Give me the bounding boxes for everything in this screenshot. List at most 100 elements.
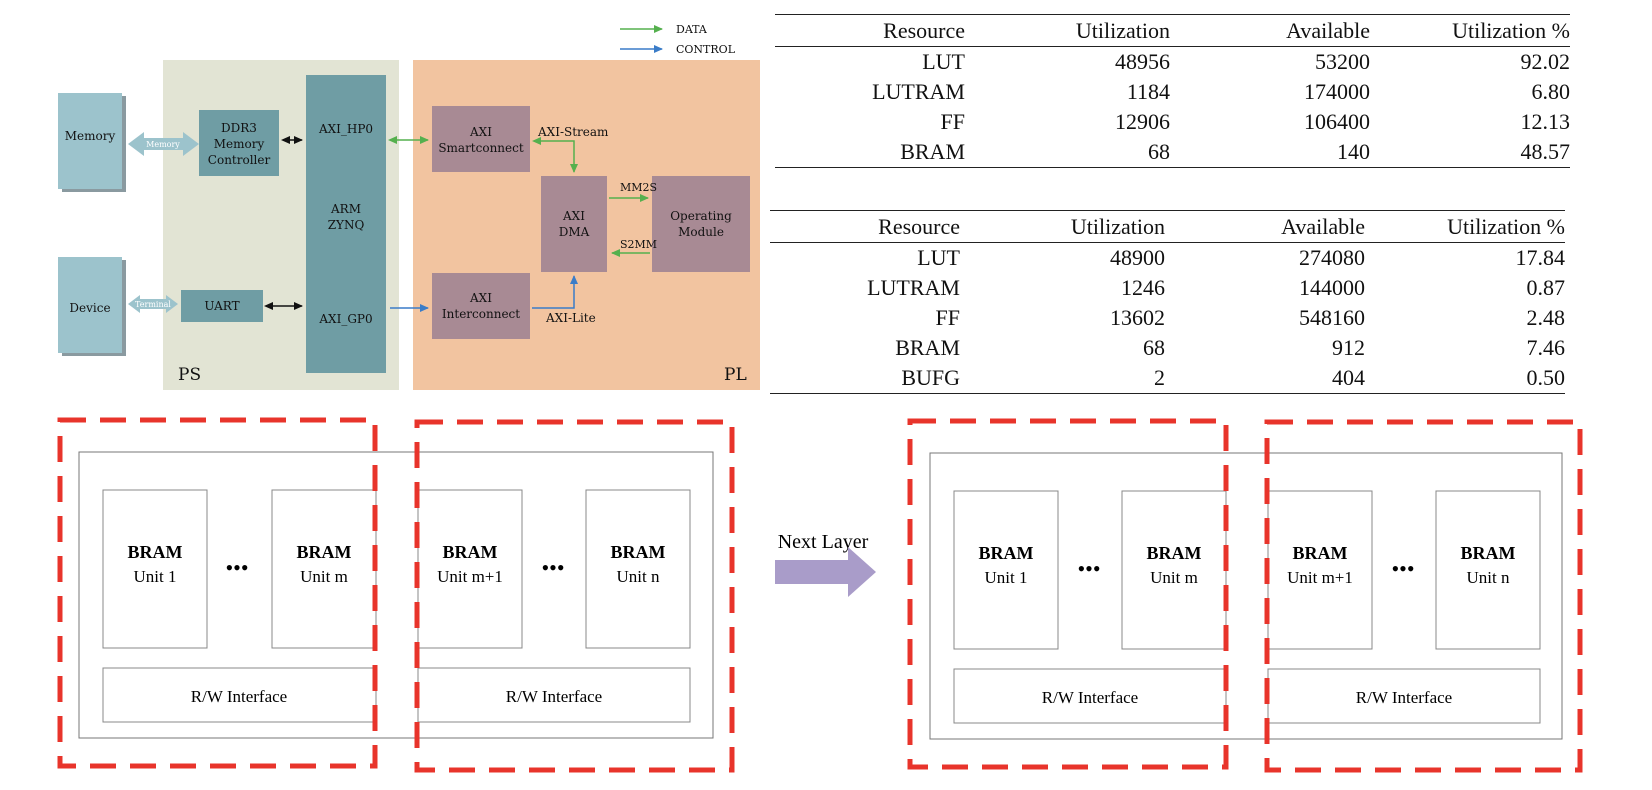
cell: 140 bbox=[1337, 139, 1370, 164]
device-block bbox=[58, 257, 122, 353]
bram-title: BRAM bbox=[297, 542, 352, 562]
cell: LUTRAM bbox=[867, 275, 960, 300]
bram-title: BRAM bbox=[128, 542, 183, 562]
outer-frame bbox=[78, 451, 714, 739]
resource-table-1: Resource Utilization Available Utilizati… bbox=[775, 14, 1570, 168]
ellipsis-dots: ••• bbox=[541, 555, 564, 580]
unit-label: Unit n bbox=[617, 567, 660, 586]
table-header-row: Resource Utilization Available Utilizati… bbox=[770, 210, 1565, 243]
memory-block bbox=[58, 93, 122, 189]
stream-arrow-icon bbox=[532, 137, 578, 173]
s2mm-label: S2MM bbox=[620, 238, 657, 251]
unit-label: Unit n bbox=[1467, 568, 1510, 587]
bram-title: BRAM bbox=[1147, 543, 1202, 563]
cell: 48.57 bbox=[1520, 139, 1571, 164]
bram-group-left: BRAM Unit 1 ••• BRAM Unit m BRAM Unit m+… bbox=[57, 417, 735, 773]
cell: 548160 bbox=[1299, 305, 1365, 330]
ddr3-line-1: DDR3 bbox=[221, 121, 257, 135]
memory-link-label: Memory bbox=[146, 140, 180, 149]
dma-line-1: AXI bbox=[562, 209, 585, 223]
cell: 12.13 bbox=[1520, 109, 1571, 134]
bram-unit-box bbox=[1121, 490, 1227, 650]
zynq-label: ZYNQ bbox=[328, 218, 365, 232]
rw-interface-label: R/W Interface bbox=[506, 687, 602, 706]
ddr3-line-2: Memory bbox=[214, 137, 265, 151]
bram-unit-box bbox=[1267, 490, 1373, 650]
bram-title: BRAM bbox=[611, 542, 666, 562]
cell: 53200 bbox=[1315, 49, 1370, 74]
partition-dashed-box bbox=[1264, 419, 1583, 773]
next-layer-label: Next Layer bbox=[778, 531, 869, 553]
header-utilization-pct: Utilization % bbox=[1447, 213, 1565, 239]
cell: 6.80 bbox=[1531, 79, 1571, 104]
legend-data: DATA bbox=[676, 23, 708, 36]
header-utilization-pct: Utilization % bbox=[1452, 17, 1570, 43]
cell: 92.02 bbox=[1520, 49, 1571, 74]
outer-frame bbox=[929, 452, 1563, 740]
operating-module-block bbox=[652, 176, 750, 272]
cell: FF bbox=[940, 109, 965, 134]
bram-title: BRAM bbox=[443, 542, 498, 562]
uart-block bbox=[181, 290, 263, 322]
unit-label: Unit m bbox=[300, 567, 348, 586]
cell: 106400 bbox=[1304, 109, 1370, 134]
cell: BUFG bbox=[901, 365, 960, 390]
cell: 1184 bbox=[1126, 79, 1170, 104]
cell: 17.84 bbox=[1515, 245, 1566, 270]
pl-label: PL bbox=[724, 365, 747, 385]
cell: BRAM bbox=[895, 335, 960, 360]
header-resource: Resource bbox=[878, 213, 960, 239]
ellipsis-dots: ••• bbox=[1077, 556, 1100, 581]
bram-layout-diagram: BRAM Unit 1 ••• BRAM Unit m BRAM Unit m+… bbox=[57, 417, 1583, 773]
unit-label: Unit 1 bbox=[985, 568, 1028, 587]
interconnect-block bbox=[432, 273, 530, 339]
rw-interface-label: R/W Interface bbox=[1042, 688, 1138, 707]
bram-unit-box bbox=[953, 490, 1059, 650]
cell: LUT bbox=[922, 49, 965, 74]
smartconnect-block bbox=[432, 106, 530, 172]
axi-gp0-label: AXI_GP0 bbox=[318, 312, 372, 326]
bram-title: BRAM bbox=[1461, 543, 1516, 563]
header-resource: Resource bbox=[883, 17, 965, 43]
bram-title: BRAM bbox=[979, 543, 1034, 563]
zynq-architecture-diagram: DATA CONTROL PS PL Memory Memory DDR3 Me… bbox=[58, 23, 760, 390]
partition-dashed-box bbox=[907, 418, 1229, 770]
bram-title: BRAM bbox=[1293, 543, 1348, 563]
interconnect-line-1: AXI bbox=[469, 291, 492, 305]
table-header-row: Resource Utilization Available Utilizati… bbox=[775, 14, 1570, 47]
smartconnect-line-2: Smartconnect bbox=[438, 141, 524, 155]
memory-label: Memory bbox=[65, 129, 116, 143]
terminal-link-arrow-icon bbox=[128, 295, 178, 313]
next-layer-arrow-icon bbox=[775, 547, 876, 597]
header-available: Available bbox=[1286, 17, 1370, 43]
table-row: BUFG 2 404 0.50 bbox=[770, 363, 1565, 394]
resource-table-2: Resource Utilization Available Utilizati… bbox=[770, 210, 1565, 394]
bram-unit-box bbox=[585, 489, 691, 649]
cell: 68 bbox=[1143, 335, 1165, 360]
axi-dma-block bbox=[541, 176, 607, 272]
mm2s-label: MM2S bbox=[620, 181, 657, 194]
rw-interface-box bbox=[102, 667, 377, 723]
cell: 174000 bbox=[1304, 79, 1370, 104]
cell: BRAM bbox=[900, 139, 965, 164]
bram-unit-box bbox=[271, 489, 377, 649]
rw-interface-box bbox=[1267, 668, 1541, 724]
uart-label: UART bbox=[204, 299, 239, 313]
ellipsis-dots: ••• bbox=[1391, 556, 1414, 581]
cell: FF bbox=[935, 305, 960, 330]
cell: 1246 bbox=[1121, 275, 1165, 300]
arm-label: ARM bbox=[330, 202, 361, 216]
cell: 48956 bbox=[1115, 49, 1170, 74]
operating-line-2: Module bbox=[678, 225, 724, 239]
cell: 2 bbox=[1154, 365, 1165, 390]
axi-stream-label: AXI-Stream bbox=[537, 125, 609, 139]
cell: 7.46 bbox=[1526, 335, 1566, 360]
cell: 0.87 bbox=[1526, 275, 1566, 300]
unit-label: Unit m+1 bbox=[1287, 568, 1353, 587]
cell: 2.48 bbox=[1526, 305, 1566, 330]
partition-dashed-box bbox=[414, 419, 735, 773]
unit-label: Unit m+1 bbox=[437, 567, 503, 586]
table-row: LUTRAM 1184 174000 6.80 bbox=[775, 77, 1570, 107]
cell: 274080 bbox=[1299, 245, 1365, 270]
cell: LUT bbox=[917, 245, 960, 270]
